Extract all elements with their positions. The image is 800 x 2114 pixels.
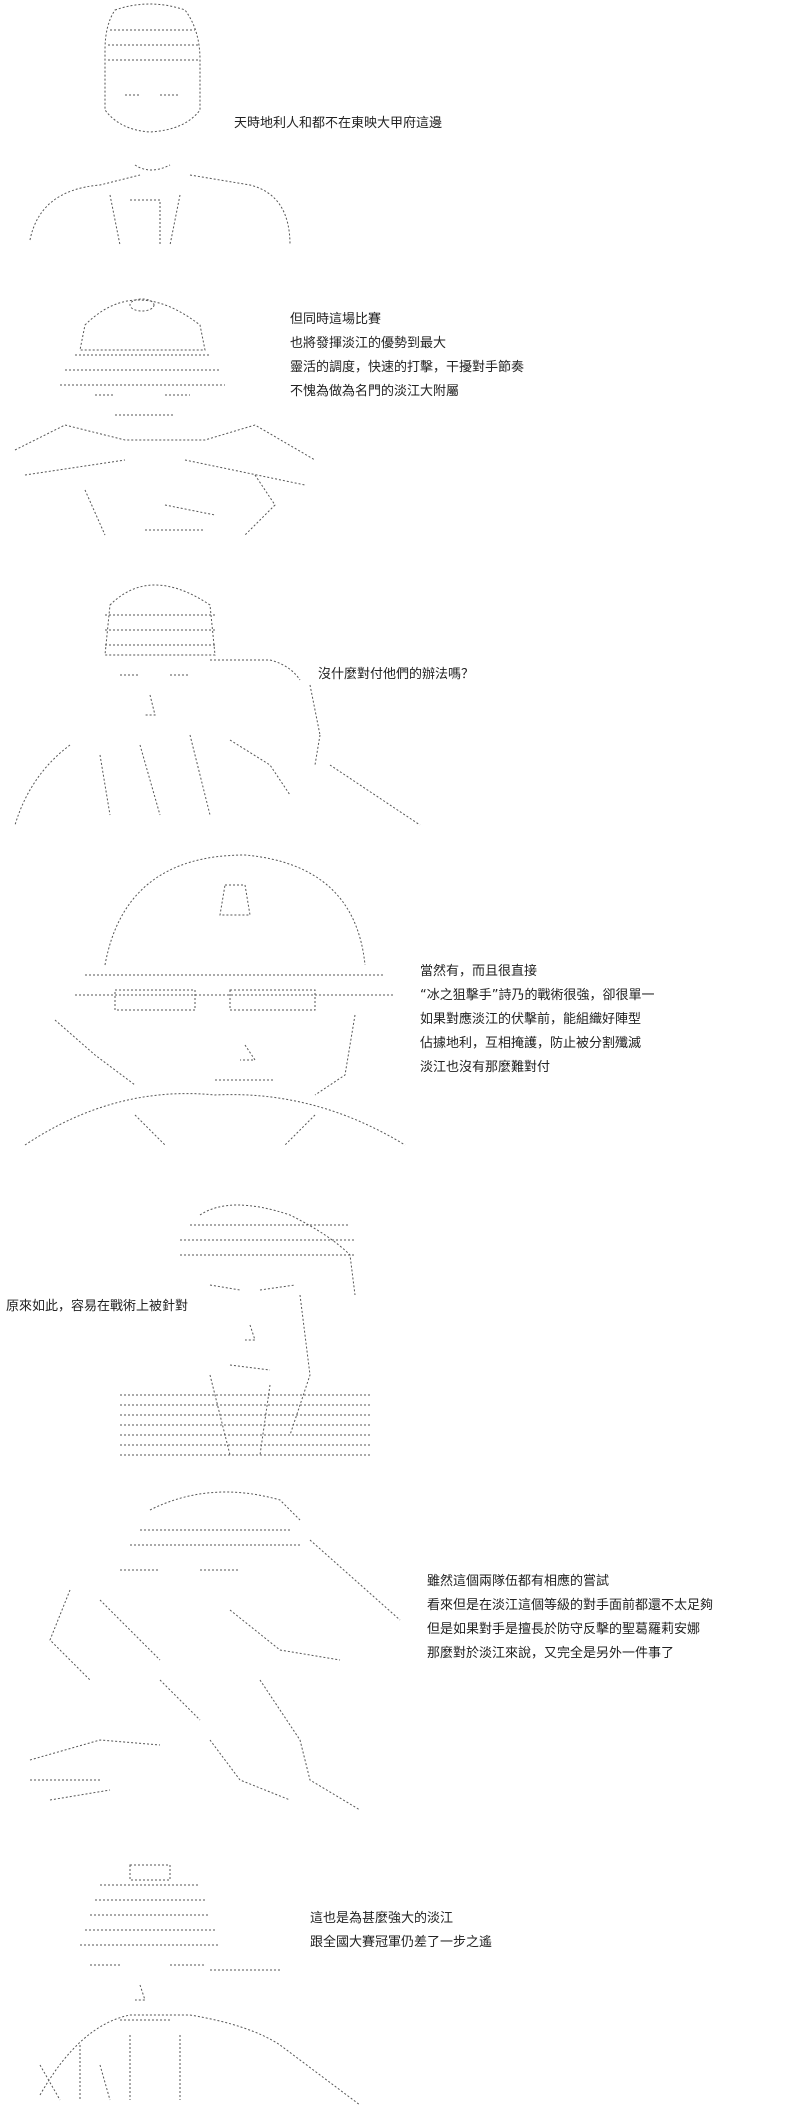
dialogue-line: 但同時這場比賽 xyxy=(290,312,382,327)
dialogue-line: 原來如此，容易在戰術上被針對 xyxy=(6,1299,189,1314)
panel-2: 但同時這場比賽 也將發揮淡江的優勢到最大 靈活的調度，快速的打擊，干擾對手節奏 … xyxy=(0,270,800,560)
dialogue-box: 天時地利人和都不在東映大甲府這邊 xyxy=(234,112,442,136)
character-tank-icon xyxy=(39,1864,361,2106)
dialogue-line: 也將發揮淡江的優勢到最大 xyxy=(290,336,447,351)
dialogue-line: 靈活的調度，快速的打擊，干擾對手節奏 xyxy=(290,360,525,375)
dialogue-box: 當然有，而且很直接 “冰之狙擊手”詩乃的戰術很強，卻很單一 如果對應淡江的伏擊前… xyxy=(420,960,654,1080)
dialogue-line: 但是如果對手是擅長於防守反擊的聖葛羅莉安娜 xyxy=(427,1622,701,1637)
dialogue-line: 那麼對於淡江來說，又完全是另外一件事了 xyxy=(427,1646,675,1661)
dialogue-line: 雖然這個兩隊伍都有相應的嘗試 xyxy=(427,1574,610,1589)
panel-6: 雖然這個兩隊伍都有相應的嘗試 看來但是在淡江這個等級的對手面前都還不太足夠 但是… xyxy=(0,1480,800,1825)
character-helmet-icon xyxy=(24,854,406,1146)
dialogue-line: 佔據地利，互相掩護，防止被分割殲滅 xyxy=(420,1036,642,1051)
dialogue-line: “冰之狙擊手”詩乃的戰術很強，卻很單一 xyxy=(420,988,655,1003)
dialogue-box: 原來如此，容易在戰術上被針對 xyxy=(6,1295,188,1319)
panel-4: 當然有，而且很直接 “冰之狙擊手”詩乃的戰術很強，卻很單一 如果對應淡江的伏擊前… xyxy=(0,840,800,1170)
character-cap-icon xyxy=(14,298,316,536)
panel-1: 天時地利人和都不在東映大甲府這邊 xyxy=(0,0,800,270)
character-surprised-icon xyxy=(120,1204,370,1456)
panel-7: 這也是為甚麼強大的淡江 跟全國大賽冠軍仍差了一步之遙 xyxy=(0,1845,800,2114)
dialogue-line: 看來但是在淡江這個等級的對手面前都還不太足夠 xyxy=(427,1598,714,1613)
character-thinking-icon xyxy=(14,584,421,826)
dialogue-line: 跟全國大賽冠軍仍差了一步之遙 xyxy=(310,1935,493,1950)
dialogue-line: 如果對應淡江的伏擊前，能組織好陣型 xyxy=(420,1012,642,1027)
dialogue-box: 這也是為甚麼強大的淡江 跟全國大賽冠軍仍差了一步之遙 xyxy=(310,1907,492,1955)
dialogue-line: 淡江也沒有那麼難對付 xyxy=(420,1060,551,1075)
character-portrait-icon xyxy=(29,3,291,246)
dialogue-line: 當然有，而且很直接 xyxy=(420,964,538,979)
dialogue-box: 但同時這場比賽 也將發揮淡江的優勢到最大 靈活的調度，快速的打擊，干擾對手節奏 … xyxy=(290,308,524,404)
panel-3: 沒什麼對付他們的辦法嗎？ xyxy=(0,565,800,835)
dialogue-line: 沒什麼對付他們的辦法嗎？ xyxy=(318,667,475,682)
panel-5: 原來如此，容易在戰術上被針對 xyxy=(0,1195,800,1475)
character-action-icon xyxy=(29,1491,401,1811)
dialogue-line: 天時地利人和都不在東映大甲府這邊 xyxy=(234,116,443,131)
dialogue-box: 雖然這個兩隊伍都有相應的嘗試 看來但是在淡江這個等級的對手面前都還不太足夠 但是… xyxy=(427,1570,713,1666)
dialogue-box: 沒什麼對付他們的辦法嗎？ xyxy=(318,663,474,687)
dialogue-line: 不愧為做為名門的淡江大附屬 xyxy=(290,384,460,399)
dialogue-line: 這也是為甚麼強大的淡江 xyxy=(310,1911,454,1926)
